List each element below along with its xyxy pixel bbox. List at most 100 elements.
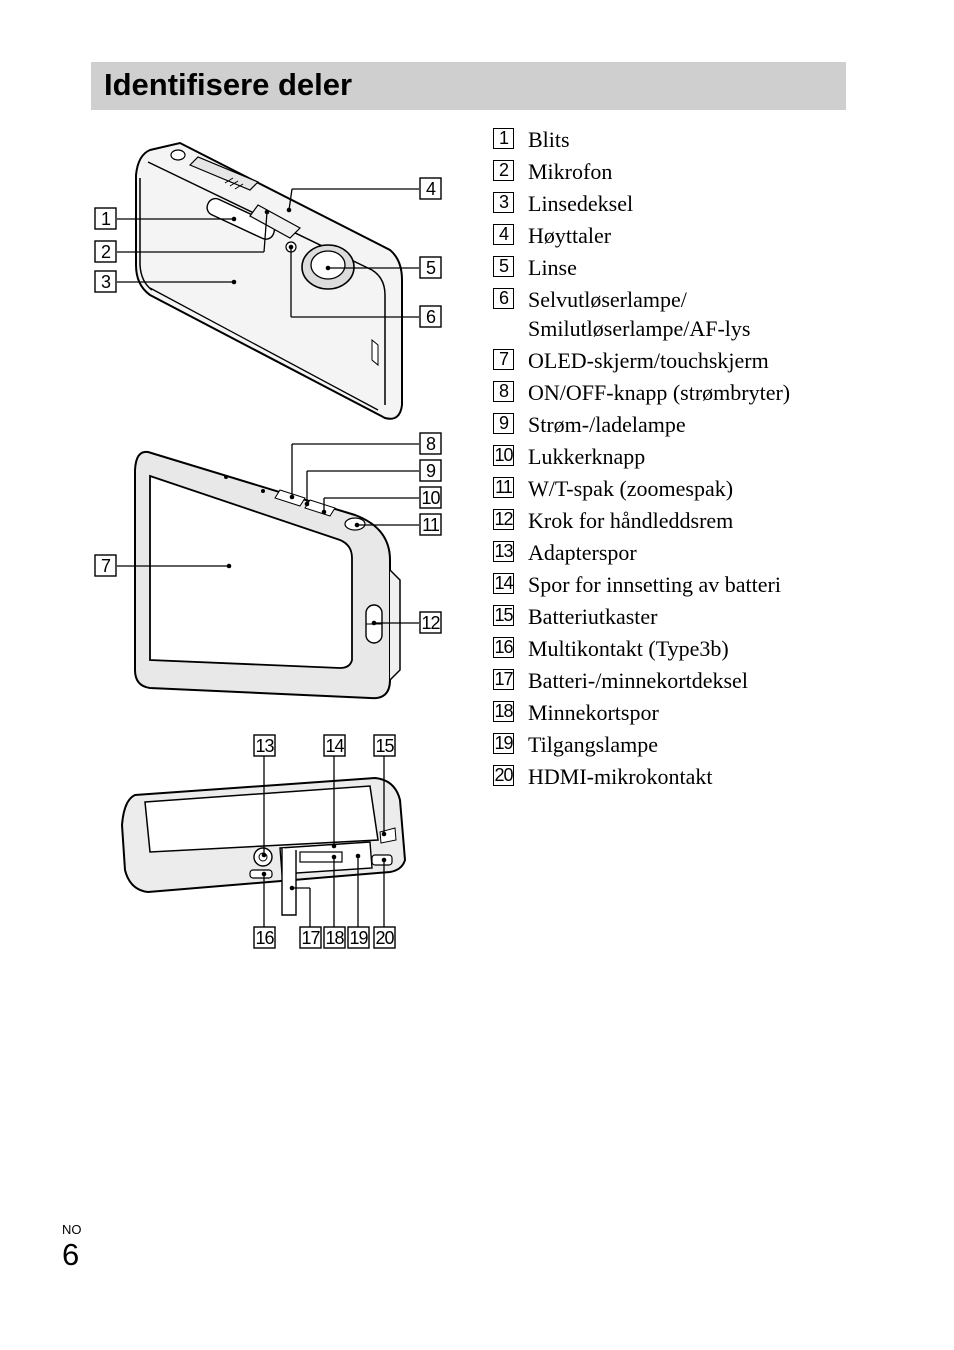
item-number: 17 bbox=[493, 669, 514, 690]
svg-text:3: 3 bbox=[101, 272, 111, 292]
callout-18: 18 bbox=[323, 926, 346, 949]
callout-5: 5 bbox=[419, 256, 442, 279]
svg-text:19: 19 bbox=[349, 928, 368, 948]
item-label: Linse bbox=[528, 255, 577, 280]
item-label: Selvutløserlampe/ Smilutløserlampe/AF-ly… bbox=[528, 287, 751, 341]
item-label: Krok for håndleddsrem bbox=[528, 508, 734, 533]
item-number: 7 bbox=[493, 349, 514, 370]
list-item: 15 Batteriutkaster bbox=[493, 602, 933, 634]
item-number: 15 bbox=[493, 605, 514, 626]
item-number: 13 bbox=[493, 541, 514, 562]
item-number: 9 bbox=[493, 413, 514, 434]
list-item: 11 W/T-spak (zoomespak) bbox=[493, 474, 933, 506]
item-number: 11 bbox=[493, 477, 514, 498]
item-label: ON/OFF-knapp (strømbryter) bbox=[528, 380, 791, 405]
item-number: 8 bbox=[493, 381, 514, 402]
callout-14: 14 bbox=[323, 734, 346, 757]
leader-lines bbox=[117, 188, 419, 927]
svg-text:4: 4 bbox=[426, 179, 436, 199]
item-label: Batteriutkaster bbox=[528, 604, 658, 629]
item-label: Linsedeksel bbox=[528, 191, 634, 216]
svg-text:20: 20 bbox=[375, 928, 394, 948]
item-label: Høyttaler bbox=[528, 223, 612, 248]
item-number: 20 bbox=[493, 765, 514, 786]
callout-13: 13 bbox=[253, 734, 276, 757]
callout-9: 9 bbox=[419, 459, 442, 482]
item-number: 18 bbox=[493, 701, 514, 722]
list-item: 17 Batteri-/minnekortdeksel bbox=[493, 666, 933, 698]
svg-text:17: 17 bbox=[301, 928, 320, 948]
svg-text:11: 11 bbox=[422, 515, 440, 535]
item-label: Strøm-/ladelampe bbox=[528, 412, 686, 437]
svg-text:14: 14 bbox=[325, 736, 344, 756]
item-number: 4 bbox=[493, 224, 514, 245]
list-item: 14 Spor for innsetting av batteri bbox=[493, 570, 933, 602]
list-item: 2 Mikrofon bbox=[493, 157, 933, 189]
svg-text:13: 13 bbox=[255, 736, 274, 756]
item-label: W/T-spak (zoomespak) bbox=[528, 476, 734, 501]
item-label: Spor for innsetting av batteri bbox=[528, 572, 781, 597]
svg-text:10: 10 bbox=[421, 488, 440, 508]
item-number: 5 bbox=[493, 256, 514, 277]
list-item: 16 Multikontakt (Type3b) bbox=[493, 634, 933, 666]
svg-text:15: 15 bbox=[375, 736, 394, 756]
item-label: Multikontakt (Type3b) bbox=[528, 636, 729, 661]
item-number: 1 bbox=[493, 128, 514, 149]
list-item: 9 Strøm-/ladelampe bbox=[493, 410, 933, 442]
svg-text:9: 9 bbox=[426, 461, 436, 481]
callout-4: 4 bbox=[419, 177, 442, 200]
callout-19: 19 bbox=[347, 926, 370, 949]
svg-text:2: 2 bbox=[101, 242, 111, 262]
svg-text:16: 16 bbox=[255, 928, 274, 948]
item-number: 16 bbox=[493, 637, 514, 658]
callout-16: 16 bbox=[253, 926, 276, 949]
list-item: 5 Linse bbox=[493, 253, 933, 285]
page-title: Identifisere deler bbox=[104, 67, 353, 102]
item-number: 14 bbox=[493, 573, 514, 594]
callout-1: 1 bbox=[94, 207, 117, 230]
svg-text:5: 5 bbox=[426, 258, 436, 278]
item-number: 6 bbox=[493, 288, 514, 309]
camera-front-view bbox=[135, 141, 403, 420]
item-label: Mikrofon bbox=[528, 159, 613, 184]
item-label: HDMI-mikrokontakt bbox=[528, 764, 713, 789]
callout-17: 17 bbox=[299, 926, 322, 949]
svg-text:12: 12 bbox=[421, 613, 440, 633]
item-label: Adapterspor bbox=[528, 540, 637, 565]
callout-11: 11 bbox=[419, 513, 442, 536]
svg-text:18: 18 bbox=[325, 928, 344, 948]
item-number: 10 bbox=[493, 445, 514, 466]
item-label: Batteri-/minnekortdeksel bbox=[528, 668, 748, 693]
svg-text:6: 6 bbox=[426, 307, 436, 327]
callout-2: 2 bbox=[94, 240, 117, 263]
list-item: 4 Høyttaler bbox=[493, 221, 933, 253]
callout-12: 12 bbox=[419, 611, 442, 634]
callout-20: 20 bbox=[373, 926, 396, 949]
callout-15: 15 bbox=[373, 734, 396, 757]
section-heading-bar: Identifisere deler bbox=[91, 62, 846, 110]
list-item: 19 Tilgangslampe bbox=[493, 730, 933, 762]
item-label: Minnekortspor bbox=[528, 700, 659, 725]
item-number: 3 bbox=[493, 192, 514, 213]
list-item: 6 Selvutløserlampe/ Smilutløserlampe/AF-l… bbox=[493, 285, 933, 346]
callout-7: 7 bbox=[94, 554, 117, 577]
page-number: 6 bbox=[62, 1237, 80, 1272]
page-footer: NO 6 bbox=[62, 1222, 82, 1272]
item-label: Tilgangslampe bbox=[528, 732, 658, 757]
list-item: 20 HDMI-mikrokontakt bbox=[493, 762, 933, 794]
item-number: 12 bbox=[493, 509, 514, 530]
svg-text:7: 7 bbox=[101, 556, 111, 576]
callout-6: 6 bbox=[419, 305, 442, 328]
callout-8: 8 bbox=[419, 432, 442, 455]
language-code: NO bbox=[62, 1222, 82, 1237]
item-number: 2 bbox=[493, 160, 514, 181]
list-item: 13 Adapterspor bbox=[493, 538, 933, 570]
item-number: 19 bbox=[493, 733, 514, 754]
svg-text:1: 1 bbox=[101, 209, 111, 229]
list-item: 8 ON/OFF-knapp (strømbryter) bbox=[493, 378, 933, 410]
